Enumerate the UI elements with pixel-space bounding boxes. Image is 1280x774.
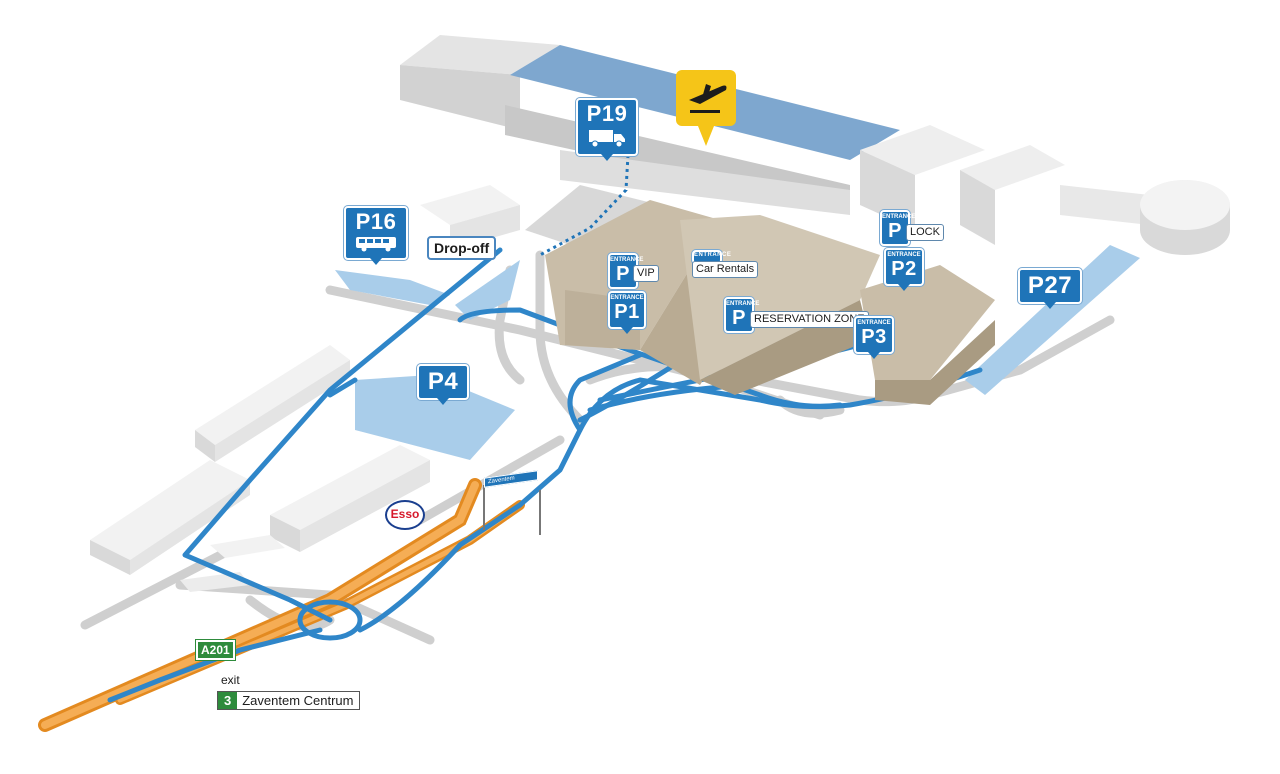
reservation-zone-tag: RESERVATION ZONE — [750, 311, 869, 328]
drop-off-label[interactable]: Drop-off — [427, 236, 497, 260]
parking-p27-label: P27 — [1027, 272, 1073, 299]
exit-sign: 3 Zaventem Centrum — [217, 691, 360, 710]
parking-p1-label: P1 — [614, 301, 640, 323]
parking-areas — [335, 245, 1140, 460]
exit-destination: Zaventem Centrum — [242, 693, 354, 708]
industrial-buildings — [90, 185, 520, 592]
highway-gantry — [483, 485, 541, 535]
parking-p16-sign[interactable]: P16 — [344, 206, 408, 265]
entrance-label: ENTRANCE — [610, 295, 644, 301]
entrance-label: ENTRANCE — [887, 252, 921, 258]
parking-p19-label: P19 — [586, 101, 628, 126]
parking-reservation-p: P — [732, 307, 746, 329]
parking-vip-p: P — [616, 263, 630, 285]
esso-station-logo: Esso — [385, 500, 425, 530]
parking-p4-label: P4 — [427, 368, 459, 395]
lock-tag: LOCK — [906, 224, 944, 241]
a201-road-shield: A201 — [196, 640, 235, 660]
entrance-label: ENTRANCE — [726, 301, 760, 307]
truck-icon — [589, 130, 625, 148]
entrance-label: ENTRANCE — [694, 252, 732, 258]
bus-icon — [356, 237, 396, 252]
entrance-label: ENTRANCE — [610, 257, 644, 263]
terminal — [400, 35, 1230, 255]
parking-p3-sign[interactable]: ENTRANCE P3 — [854, 316, 894, 359]
entrance-label: ENTRANCE — [882, 214, 916, 220]
car-rentals-tag[interactable]: Car Rentals — [692, 261, 759, 278]
highway-sign-text: Zaventem — [488, 475, 515, 486]
parking-p2-sign[interactable]: ENTRANCE P2 — [884, 248, 924, 291]
departure-sign — [676, 70, 736, 146]
entrance-label: ENTRANCE — [857, 320, 891, 326]
parking-p4-sign[interactable]: P4 — [417, 364, 469, 405]
roundabout — [297, 599, 363, 641]
airplane-departure-icon — [689, 84, 727, 113]
exit-label: exit — [221, 673, 240, 687]
vip-tag: VIP — [633, 265, 659, 282]
parking-lock-p: P — [888, 220, 902, 242]
parking-p1-sign[interactable]: ENTRANCE P1 — [608, 291, 646, 334]
parking-p16-label: P16 — [355, 209, 397, 234]
parking-p3-label: P3 — [861, 326, 887, 348]
exit-number: 3 — [218, 692, 238, 709]
parking-p27-sign[interactable]: P27 — [1018, 268, 1082, 309]
parking-p19-sign[interactable]: P19 — [576, 98, 638, 161]
parking-p2-label: P2 — [891, 258, 917, 280]
